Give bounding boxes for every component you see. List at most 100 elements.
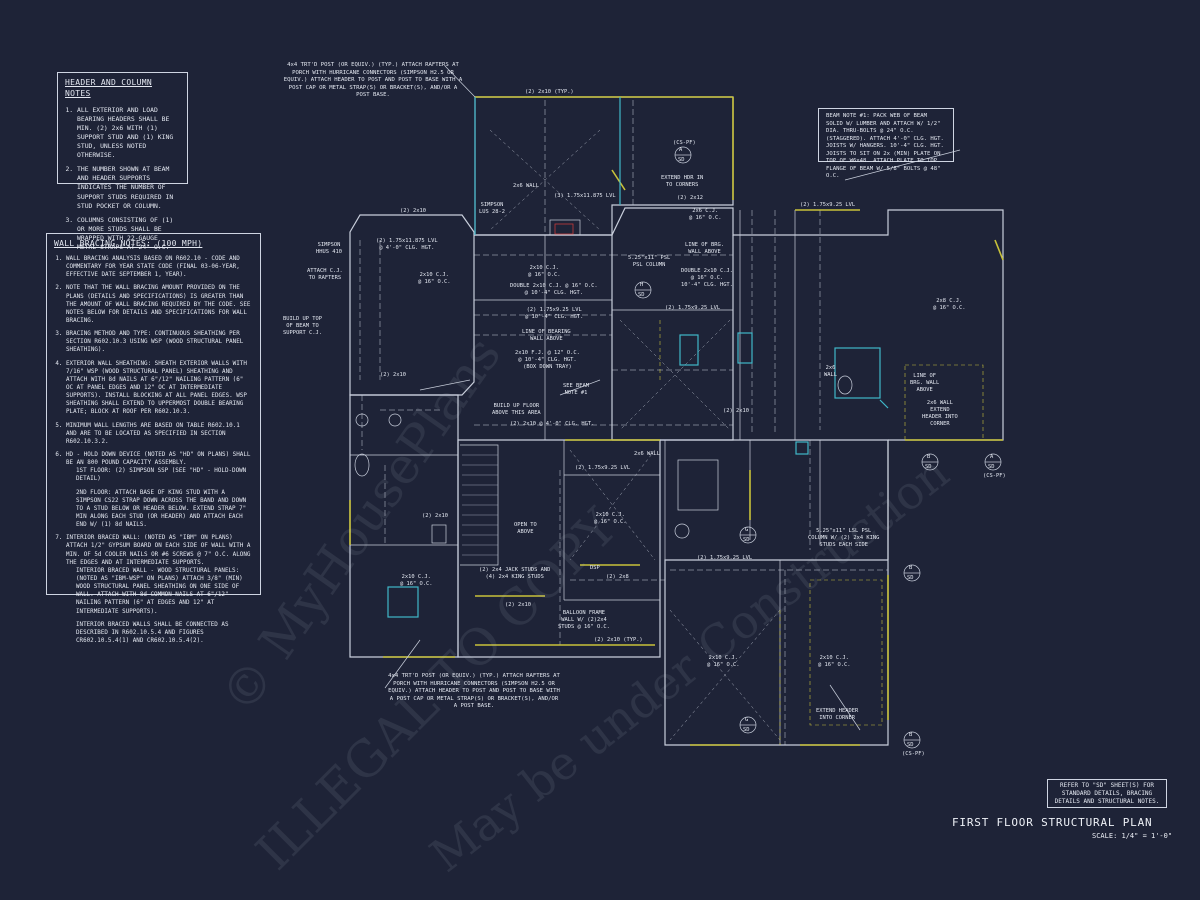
plan-label: 2x10 C.J. @ 16" O.C. [400, 574, 433, 588]
plan-label: ATTACH C.J. TO RAFTERS [307, 268, 343, 282]
plan-label: (2) 1.75x9.25 LVL [697, 555, 753, 561]
bracing-note-text: INTERIOR BRACED WALL: (NOTED AS "IBM" ON… [66, 535, 251, 566]
plan-label: (2) 2x4 JACK STUDS AND (4) 2x4 KING STUD… [479, 567, 551, 581]
detail-marker-letter: H [640, 282, 644, 288]
bracing-sub-item: INTERIOR BRACED WALL - WOOD STRUCTURAL P… [76, 567, 243, 615]
detail-marker-letter: G [745, 717, 749, 723]
plan-label: 2x10 C.J. @ 16" O.C. [594, 512, 627, 526]
sheet-scale: SCALE: 1/4" = 1'-0" [1092, 832, 1173, 840]
fireplace [554, 223, 574, 235]
header-column-notes: HEADER AND COLUMN NOTES ALL EXTERIOR AND… [57, 72, 188, 251]
bracing-sub-item: 1ST FLOOR: (2) SIMPSON SSP (SEE "HD" - H… [76, 468, 247, 483]
plan-label: BUILD UP FLOOR ABOVE THIS AREA [492, 403, 541, 417]
detail-marker-letter: G [745, 527, 749, 533]
plan-label: (2) 1.75x9.25 LVL @ 10'-4" CLG. HGT. [525, 307, 584, 321]
plan-label: (2) 2x8 [606, 574, 629, 580]
bracing-note-item: MINIMUM WALL LENGTHS ARE BASED ON TABLE … [66, 422, 253, 446]
bracing-sub-item: 2ND FLOOR: ATTACH BASE OF KING STUD WITH… [76, 489, 247, 529]
plan-label: 2x6 WALL [824, 365, 837, 379]
stair-treads [462, 454, 498, 556]
plan-label: (2) 2x10 [380, 372, 406, 378]
sheet-title: FIRST FLOOR STRUCTURAL PLAN [952, 816, 1153, 829]
bracing-note-item: HD - HOLD DOWN DEVICE (NOTED AS "HD" ON … [66, 451, 253, 529]
detail-marker-letter: B [927, 454, 931, 460]
plan-label: 2x10 C.J. @ 16" O.C. [818, 655, 851, 669]
plan-label: 2x6 C.J. @ 16" O.C. [689, 208, 722, 222]
plan-label: (2) 2x10 @ 4'-0" CLG. HGT. [510, 421, 595, 427]
detail-marker-sheet: SD [638, 292, 645, 298]
reference-note: REFER TO "SD" SHEET(S) FOR STANDARD DETA… [1047, 779, 1167, 809]
plan-label: DOUBLE 2x10 C.J. @ 16" O.C. 10'-4" CLG. … [681, 268, 733, 289]
wall-bracing-notes: WALL BRACING NOTES: (100 MPH) WALL BRACI… [46, 233, 261, 644]
plan-label: 2x8 C.J. @ 16" O.C. [933, 298, 966, 312]
plan-label: (2) 1.75x9.25 LVL [800, 202, 856, 208]
plan-label: 2x10 C.J. @ 16" O.C. [707, 655, 740, 669]
detail-marker-sheet: SD [743, 727, 750, 733]
leaders [384, 65, 961, 731]
detail-marker-note: (CS-PF) [902, 751, 925, 757]
beam-lines [359, 100, 888, 745]
header-note-item: COLUMNS CONSISTING OF (1) OR MORE STUDS … [77, 216, 180, 252]
detail-marker-sheet: SD [925, 464, 932, 470]
detail-marker-letter: B [909, 732, 913, 738]
porch-post-callout-bottom: 4x4 TRT'D POST (OR EQUIV.) (TYP.) ATTACH… [388, 673, 560, 710]
bracing-note-text: HD - HOLD DOWN DEVICE (NOTED AS "HD" ON … [66, 451, 251, 467]
plan-label: (2) 2x10 [422, 513, 448, 519]
plan-label: (3) 1.75x11.875 LVL [554, 193, 616, 199]
header-notes-title: HEADER AND COLUMN NOTES [65, 78, 152, 99]
plan-label: (2) 2x12 [677, 195, 703, 201]
header-note-item: THE NUMBER SHOWN AT BEAM AND HEADER SUPP… [77, 165, 180, 210]
plan-label: (2) 1.75x11.875 LVL @ 4'-0" CLG. HGT. [376, 238, 438, 252]
porch-post-callout-top: 4x4 TRT'D POST (OR EQUIV.) (TYP.) ATTACH… [283, 62, 463, 99]
plan-label: EXTEND HDR IN TO CORNERS [661, 175, 704, 189]
bracing-note-item: INTERIOR BRACED WALL: (NOTED AS "IBM" ON… [66, 534, 253, 645]
plan-label: 2x6 WALL EXTEND HEADER INTO CORNER [922, 400, 958, 428]
plan-label: SIMPSON LUS 28-2 [479, 202, 505, 216]
interior-walls [350, 210, 889, 745]
plan-label: 5.25"x11" LSL PSL COLUMN W/ (2) 2x4 KING… [808, 528, 880, 549]
bracing-note-item: EXTERIOR WALL SHEATHING: SHEATH EXTERIOR… [66, 360, 253, 417]
plan-label: (2) 2x10 [400, 208, 426, 214]
plan-label: LINE OF BRG. WALL ABOVE [910, 373, 940, 394]
plan-label: DOUBLE 2x10 C.J. @ 16" O.C. @ 10'-4" CLG… [510, 283, 598, 297]
plan-label: 2x10 F.J. @ 12" O.C. @ 10'-4" CLG. HGT. … [515, 350, 580, 371]
plan-label: DSP [590, 565, 600, 571]
plan-label: (2) 1.75x9.25 LVL [665, 305, 721, 311]
plan-label: (2) 2x10 [505, 602, 531, 608]
beams-yellow [349, 96, 1004, 746]
plan-label: 2x10 C.J. @ 16" O.C. [528, 265, 561, 279]
bracing-note-item: BRACING METHOD AND TYPE: CONTINUOUS SHEA… [66, 330, 253, 354]
plan-label: EXTEND HEADER INTO CORNER [816, 708, 859, 722]
fixtures [354, 219, 853, 544]
detail-marker-note: (CS-PF) [673, 140, 696, 146]
plan-label: 2x10 C.J. @ 16" O.C. [418, 272, 451, 286]
detail-marker-letter: A [990, 454, 994, 460]
detail-marker-sheet: SD [907, 575, 914, 581]
plan-label: (2) 2x10 (TYP.) [594, 637, 643, 643]
joist-hatch [489, 129, 781, 741]
detail-marker-sheet: SD [988, 464, 995, 470]
plan-label: (2) 2x10 [723, 408, 749, 414]
detail-marker-letter: B [909, 565, 913, 571]
plan-label: (2) 2x10 (TYP.) [525, 89, 574, 95]
plan-label: LINE OF BEARING WALL ABOVE [522, 329, 571, 343]
bracing-sub-item: INTERIOR BRACED WALLS SHALL BE CONNECTED… [76, 621, 229, 644]
beam-note: BEAM NOTE #1: PACK WEB OF BEAM SOLID W/ … [818, 108, 954, 179]
detail-marker-note: (CS-PF) [983, 473, 1006, 479]
bracing-notes-title: WALL BRACING NOTES: (100 MPH) [54, 239, 203, 248]
plan-label: 5.25"x11" PSL PSL COLUMN [628, 255, 671, 269]
plan-label: 2x6 WALL [634, 451, 660, 457]
bracing-note-item: NOTE THAT THE WALL BRACING AMOUNT PROVID… [66, 284, 253, 325]
header-note-item: ALL EXTERIOR AND LOAD BEARING HEADERS SH… [77, 106, 180, 161]
bracing-note-item: WALL BRACING ANALYSIS BASED ON R602.10 -… [66, 255, 253, 279]
plan-label: SEE BEAM NOTE #1 [563, 383, 589, 397]
detail-marker-sheet: SD [743, 537, 750, 543]
detail-marker-sheet: SD [907, 742, 914, 748]
detail-marker-sheet: SD [678, 157, 685, 163]
detail-markers [634, 146, 1002, 749]
plan-label: BUILD UP TOP OF BEAM TO SUPPORT C.J. [283, 316, 322, 337]
plan-label: OPEN TO ABOVE [514, 522, 537, 536]
detail-marker-letter: A [679, 147, 683, 153]
plan-label: LINE OF BRG. WALL ABOVE [685, 242, 724, 256]
